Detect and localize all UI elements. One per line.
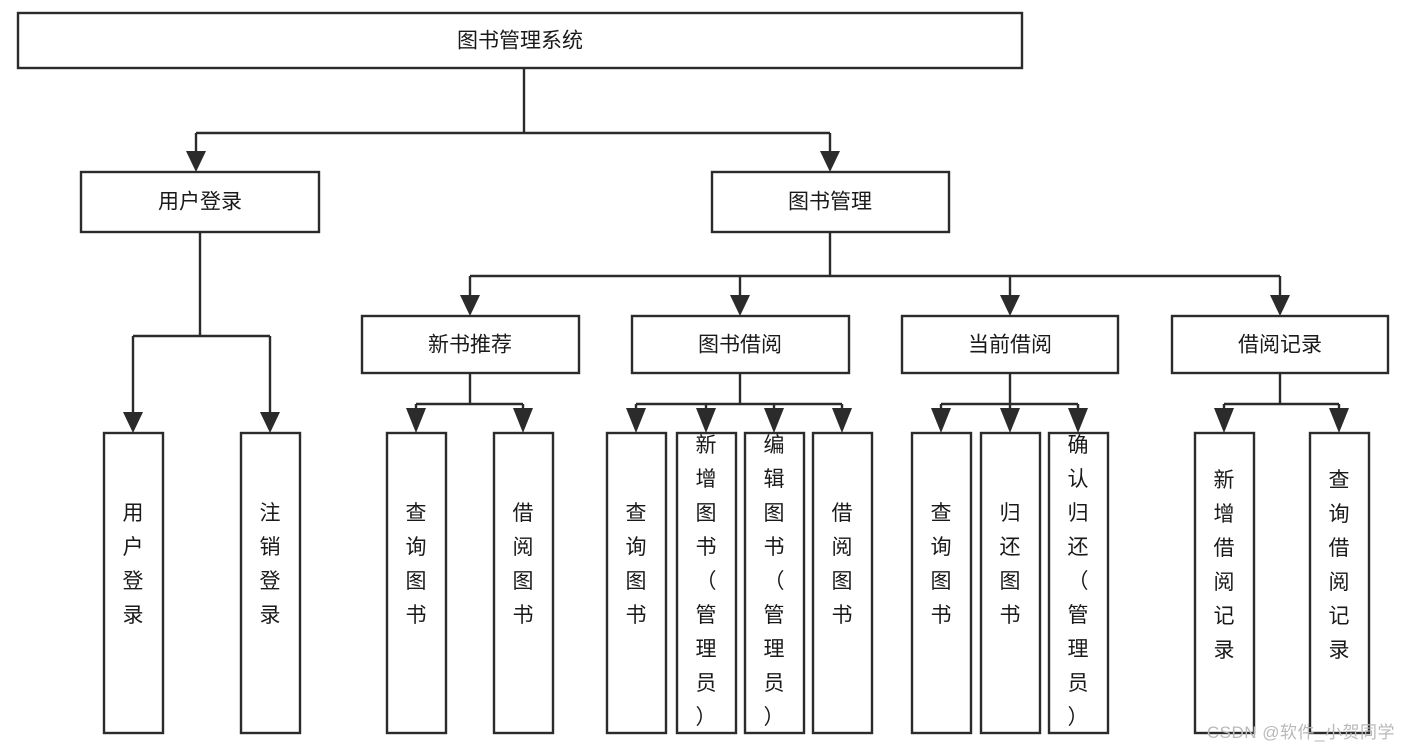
- leaf-newbook-borrow-book[interactable]: 借阅图书: [492, 431, 555, 735]
- node-new-book-recommend-label: 新书推荐: [428, 334, 512, 357]
- leaf-user-login[interactable]: 用户登录: [102, 431, 165, 735]
- arrow-bookborrow-leaf-2: [696, 408, 716, 433]
- leaf-logout-box[interactable]: [239, 431, 302, 735]
- leaf-currentborrow-confirm-return[interactable]: 确认归还（管理员）: [1047, 431, 1110, 735]
- arrow-bookborrow-leaf-4: [832, 408, 852, 433]
- node-book-borrow[interactable]: 图书借阅: [630, 314, 851, 375]
- leaf-currentborrow-query-book-box[interactable]: [910, 431, 973, 735]
- arrow-borrowrecord-leaf-2: [1329, 408, 1349, 433]
- arrow-currentborrow-leaf-2: [1000, 408, 1020, 433]
- leaf-user-login-label: 用户登录: [123, 502, 144, 627]
- arrow-to-borrow-record: [1270, 295, 1290, 316]
- node-user-login[interactable]: 用户登录: [79, 170, 321, 234]
- arrow-newbook-leaf-1: [406, 408, 426, 433]
- node-current-borrow-label: 当前借阅: [968, 334, 1052, 357]
- leaf-user-login-box[interactable]: [102, 431, 165, 735]
- leaf-bookborrow-query-book-box[interactable]: [605, 431, 668, 735]
- node-root-box[interactable]: [16, 11, 1024, 70]
- connector-root-to-level2: [194, 68, 832, 153]
- node-current-borrow-box[interactable]: [900, 314, 1120, 375]
- leaf-newbook-query-book-box[interactable]: [385, 431, 448, 735]
- leaf-currentborrow-confirm-return-label: 确认归还（管理员）: [1068, 434, 1089, 729]
- node-user-login-box[interactable]: [79, 170, 321, 234]
- leaf-bookborrow-query-book-label: 查询图书: [626, 502, 647, 627]
- leaf-newbook-borrow-book-label: 借阅图书: [513, 502, 534, 627]
- node-book-manage[interactable]: 图书管理: [710, 170, 951, 234]
- leaf-currentborrow-return-book-label: 归还图书: [1000, 502, 1021, 627]
- arrow-bookborrow-leaf-3: [764, 408, 784, 433]
- node-current-borrow[interactable]: 当前借阅: [900, 314, 1120, 375]
- arrow-to-leaf-user-login: [123, 412, 143, 433]
- node-book-manage-label: 图书管理: [788, 191, 872, 214]
- connector-newbook-to-leaves: [414, 373, 525, 414]
- leaf-bookborrow-borrow-book[interactable]: 借阅图书: [811, 431, 874, 735]
- arrow-to-book-manage: [820, 151, 840, 172]
- leaf-currentborrow-confirm-return-box[interactable]: [1047, 431, 1110, 735]
- leaf-bookborrow-add-book-label: 新增图书（管理员）: [696, 434, 717, 729]
- node-root-label: 图书管理系统: [457, 30, 583, 53]
- node-borrow-record[interactable]: 借阅记录: [1170, 314, 1390, 375]
- connector-bookborrow-to-leaves: [634, 373, 844, 414]
- node-user-login-label: 用户登录: [158, 191, 242, 214]
- leaf-logout[interactable]: 注销登录: [239, 431, 302, 735]
- connector-bookmanage-to-level3: [468, 232, 1282, 297]
- node-book-manage-box[interactable]: [710, 170, 951, 234]
- leaf-borrowrecord-query-record-label: 查询借阅记录: [1329, 469, 1350, 662]
- arrow-currentborrow-leaf-3: [1068, 408, 1088, 433]
- leaf-logout-label: 注销登录: [260, 502, 281, 627]
- arrow-bookborrow-leaf-1: [626, 408, 646, 433]
- node-book-borrow-label: 图书借阅: [698, 334, 782, 357]
- arrow-to-current-borrow: [1000, 295, 1020, 316]
- leaf-borrowrecord-query-record[interactable]: 查询借阅记录: [1308, 431, 1371, 735]
- leaf-borrowrecord-add-record-label: 新增借阅记录: [1214, 469, 1235, 662]
- leaf-currentborrow-query-book[interactable]: 查询图书: [910, 431, 973, 735]
- leaf-borrowrecord-query-record-box[interactable]: [1308, 431, 1371, 735]
- leaf-borrowrecord-add-record[interactable]: 新增借阅记录: [1193, 431, 1256, 735]
- node-new-book-recommend-box[interactable]: [360, 314, 581, 375]
- leaf-currentborrow-return-book[interactable]: 归还图书: [979, 431, 1042, 735]
- connector-borrowrecord-to-leaves: [1222, 373, 1341, 414]
- connector-layer: [123, 68, 1349, 433]
- leaf-newbook-query-book-label: 查询图书: [406, 502, 427, 627]
- leaf-borrowrecord-add-record-box[interactable]: [1193, 431, 1256, 735]
- leaf-bookborrow-add-book[interactable]: 新增图书（管理员）: [675, 431, 738, 735]
- arrow-to-user-login: [186, 151, 206, 172]
- leaf-newbook-borrow-book-box[interactable]: [492, 431, 555, 735]
- leaf-newbook-query-book[interactable]: 查询图书: [385, 431, 448, 735]
- leaf-currentborrow-return-book-box[interactable]: [979, 431, 1042, 735]
- connector-currentborrow-to-leaves: [939, 373, 1080, 414]
- leaf-bookborrow-add-book-box[interactable]: [675, 431, 738, 735]
- connector-userlogin-to-leaves: [131, 232, 272, 414]
- leaf-currentborrow-query-book-label: 查询图书: [931, 502, 952, 627]
- node-new-book-recommend[interactable]: 新书推荐: [360, 314, 581, 375]
- leaf-bookborrow-query-book[interactable]: 查询图书: [605, 431, 668, 735]
- arrow-borrowrecord-leaf-1: [1214, 408, 1234, 433]
- node-book-borrow-box[interactable]: [630, 314, 851, 375]
- arrow-to-new-book: [460, 295, 480, 316]
- node-borrow-record-label: 借阅记录: [1238, 334, 1322, 357]
- node-borrow-record-box[interactable]: [1170, 314, 1390, 375]
- leaf-bookborrow-edit-book-label: 编辑图书（管理员）: [764, 434, 785, 729]
- arrow-to-book-borrow: [730, 295, 750, 316]
- leaf-bookborrow-edit-book-box[interactable]: [743, 431, 806, 735]
- arrow-to-leaf-logout: [260, 412, 280, 433]
- node-root[interactable]: 图书管理系统: [16, 11, 1024, 70]
- arrow-currentborrow-leaf-1: [931, 408, 951, 433]
- leaf-bookborrow-edit-book[interactable]: 编辑图书（管理员）: [743, 431, 806, 735]
- leaf-bookborrow-borrow-book-label: 借阅图书: [832, 502, 853, 627]
- arrow-newbook-leaf-2: [513, 408, 533, 433]
- leaf-bookborrow-borrow-book-box[interactable]: [811, 431, 874, 735]
